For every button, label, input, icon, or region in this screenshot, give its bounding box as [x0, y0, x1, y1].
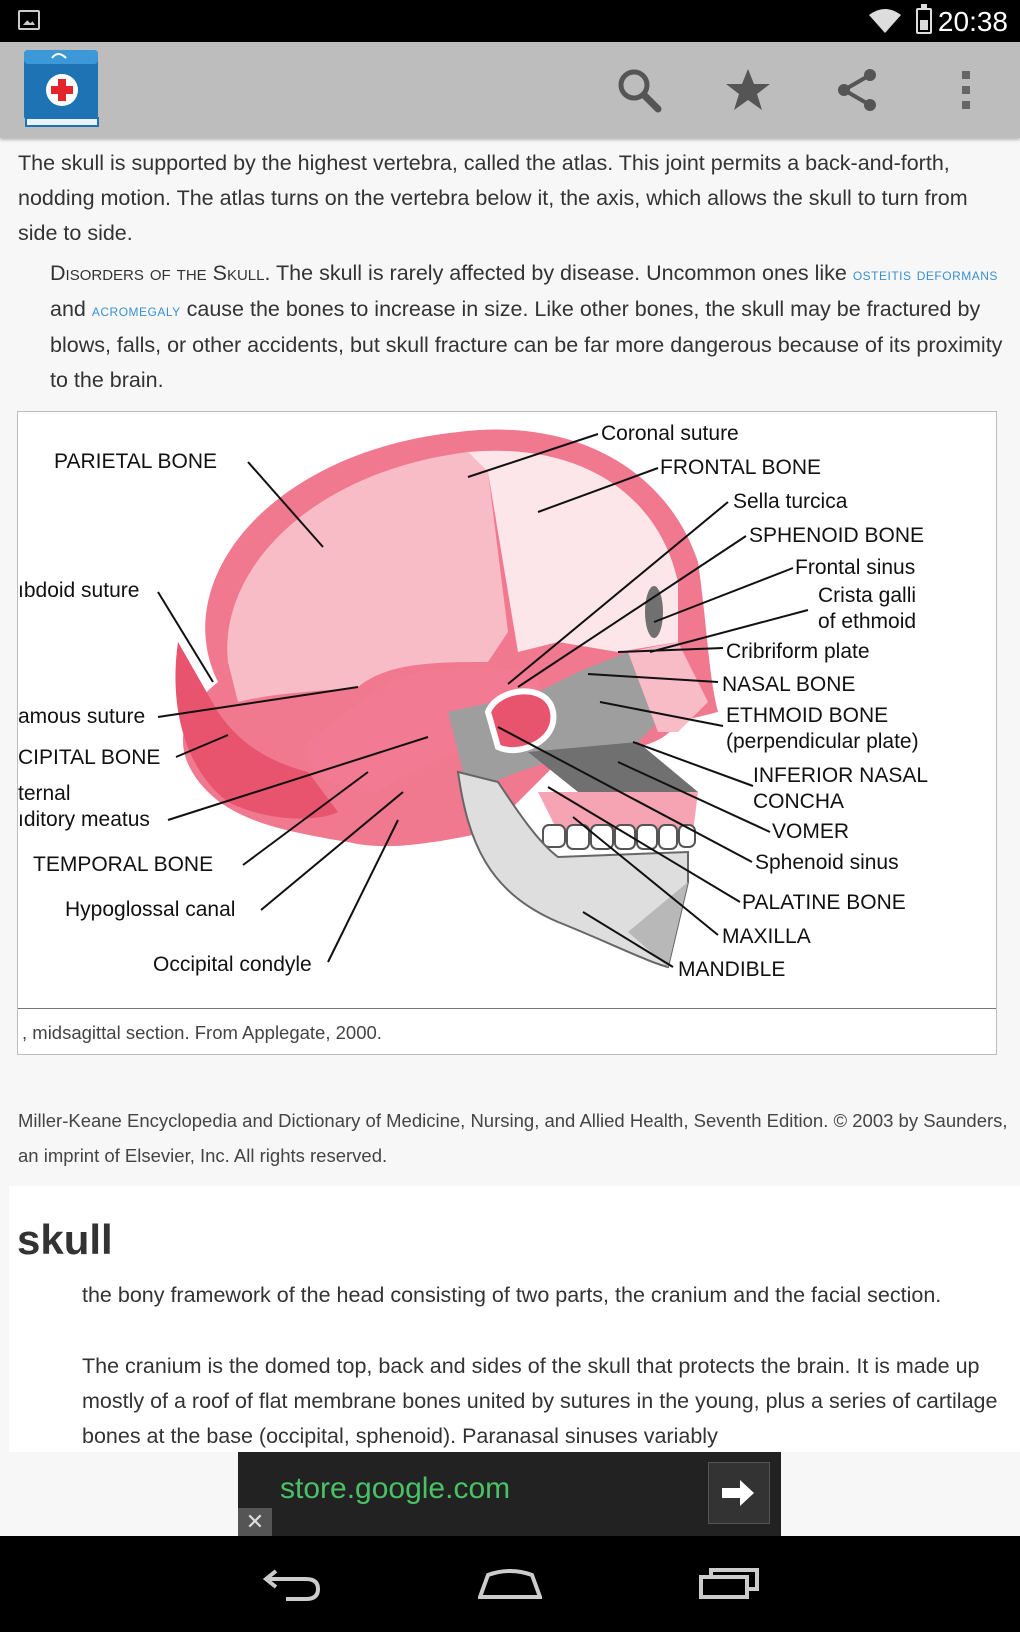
label-squamous-suture: amous suture	[18, 705, 145, 728]
label-sella-turcica: Sella turcica	[733, 490, 848, 513]
label-perpendicular-plate: (perpendicular plate)	[726, 730, 919, 753]
label-crista-galli: Crista galli	[818, 584, 916, 607]
image-notification-icon	[18, 10, 40, 30]
temporal-bone-shape	[308, 667, 538, 792]
mandible-shape	[456, 770, 689, 969]
home-icon	[478, 1569, 542, 1599]
label-of-ethmoid: of ethmoid	[818, 610, 916, 633]
overflow-menu-icon	[962, 71, 970, 109]
entry-term: skull	[17, 1216, 113, 1263]
label-frontal-bone: FRONTAL BONE	[660, 456, 821, 479]
search-icon	[618, 69, 662, 113]
sphenoid-bone-shape	[448, 652, 668, 792]
parietal-bone-shape	[227, 452, 508, 702]
ad-text[interactable]: store.google.com	[280, 1472, 511, 1505]
label-maxilla: MAXILLA	[722, 925, 811, 948]
article-content[interactable]: The skull is supported by the highest ve…	[0, 138, 1020, 1452]
star-icon	[726, 69, 770, 110]
article-paragraph: The skull is supported by the highest ve…	[18, 151, 968, 245]
back-icon	[262, 1569, 321, 1601]
label-mandible: MANDIBLE	[678, 958, 785, 981]
figure-caption: , midsagittal section. From Applegate, 2…	[22, 1022, 382, 1043]
app-bar	[0, 42, 1020, 138]
leader-lines	[157, 433, 809, 968]
label-lambdoid-suture: ıbdoid suture	[18, 579, 139, 602]
source-citation: Miller-Keane Encyclopedia and Dictionary…	[18, 1110, 1008, 1166]
label-parietal-bone: PARIETAL BONE	[54, 450, 217, 473]
mandible-chin-shape	[628, 882, 688, 967]
disorders-paragraph: Disorders of the Skull. The skull is rar…	[50, 261, 1003, 392]
frontal-bone-shape	[468, 450, 678, 652]
teeth	[542, 824, 696, 850]
label-hypoglossal-canal: Hypoglossal canal	[65, 898, 235, 921]
label-inferior-nasal: INFERIOR NASAL	[753, 764, 928, 787]
label-ethmoid-bone: ETHMOID BONE	[726, 704, 888, 727]
share-button[interactable]	[829, 62, 885, 118]
label-nasal-bone: NASAL BONE	[722, 673, 855, 696]
figure-labels: PARIETAL BONE ıbdoid suture amous suture…	[18, 422, 928, 981]
overflow-menu-button[interactable]	[938, 62, 994, 118]
sphenoid-sinus-shape	[484, 688, 557, 754]
occipital-bone-shape	[175, 642, 338, 819]
label-concha: CONCHA	[753, 790, 844, 813]
arrow-right-icon	[722, 1480, 754, 1506]
navigation-bar	[0, 1536, 1020, 1632]
status-bar: 20:38	[0, 0, 1020, 42]
acromegaly-link[interactable]: acromegaly	[91, 301, 181, 320]
share-icon	[838, 69, 876, 111]
battery-icon	[916, 4, 932, 34]
clock: 20:38	[937, 6, 1008, 37]
disorders-heading: Disorders of the Skull.	[50, 261, 271, 285]
label-occipital-bone: CIPITAL BONE	[18, 746, 160, 769]
dictionary-entry: skull the bony framework of the head con…	[9, 1186, 1020, 1452]
home-button[interactable]	[470, 1558, 550, 1608]
label-occipital-condyle: Occipital condyle	[153, 953, 312, 976]
entry-definition-1: the bony framework of the head consistin…	[82, 1283, 942, 1307]
recent-apps-icon	[699, 1568, 759, 1599]
osteitis-deformans-link[interactable]: osteitis deformans	[852, 265, 998, 284]
search-button[interactable]	[611, 62, 667, 118]
label-auditory-meatus: ıditory meatus	[18, 808, 150, 831]
app-logo-icon[interactable]	[22, 48, 100, 130]
label-sphenoid-bone: SPHENOID BONE	[749, 524, 924, 547]
label-palatine-bone: PALATINE BONE	[742, 891, 906, 914]
favorite-button[interactable]	[720, 62, 776, 118]
skull-illustration: PARIETAL BONE ıbdoid suture amous suture…	[18, 422, 928, 981]
ad-close-button[interactable]: ✕	[238, 1508, 272, 1536]
label-frontal-sinus: Frontal sinus	[795, 556, 915, 579]
label-sphenoid-sinus: Sphenoid sinus	[755, 851, 899, 874]
label-coronal-suture: Coronal suture	[601, 422, 739, 445]
skull-figure[interactable]: PARIETAL BONE ıbdoid suture amous suture…	[17, 411, 997, 1055]
label-external: ternal	[18, 782, 71, 805]
ad-banner[interactable]: store.google.com ✕	[238, 1452, 781, 1536]
label-cribriform-plate: Cribriform plate	[726, 640, 870, 663]
label-temporal-bone: TEMPORAL BONE	[33, 853, 213, 876]
figure-divider	[18, 1008, 996, 1009]
label-vomer: VOMER	[772, 820, 849, 843]
back-button[interactable]	[252, 1558, 332, 1608]
nasal-bone-shape	[628, 642, 708, 732]
recent-apps-button[interactable]	[690, 1558, 770, 1608]
ad-open-button[interactable]	[708, 1462, 770, 1524]
entry-definition-2: The cranium is the domed top, back and s…	[82, 1354, 998, 1448]
wifi-icon	[869, 9, 901, 33]
